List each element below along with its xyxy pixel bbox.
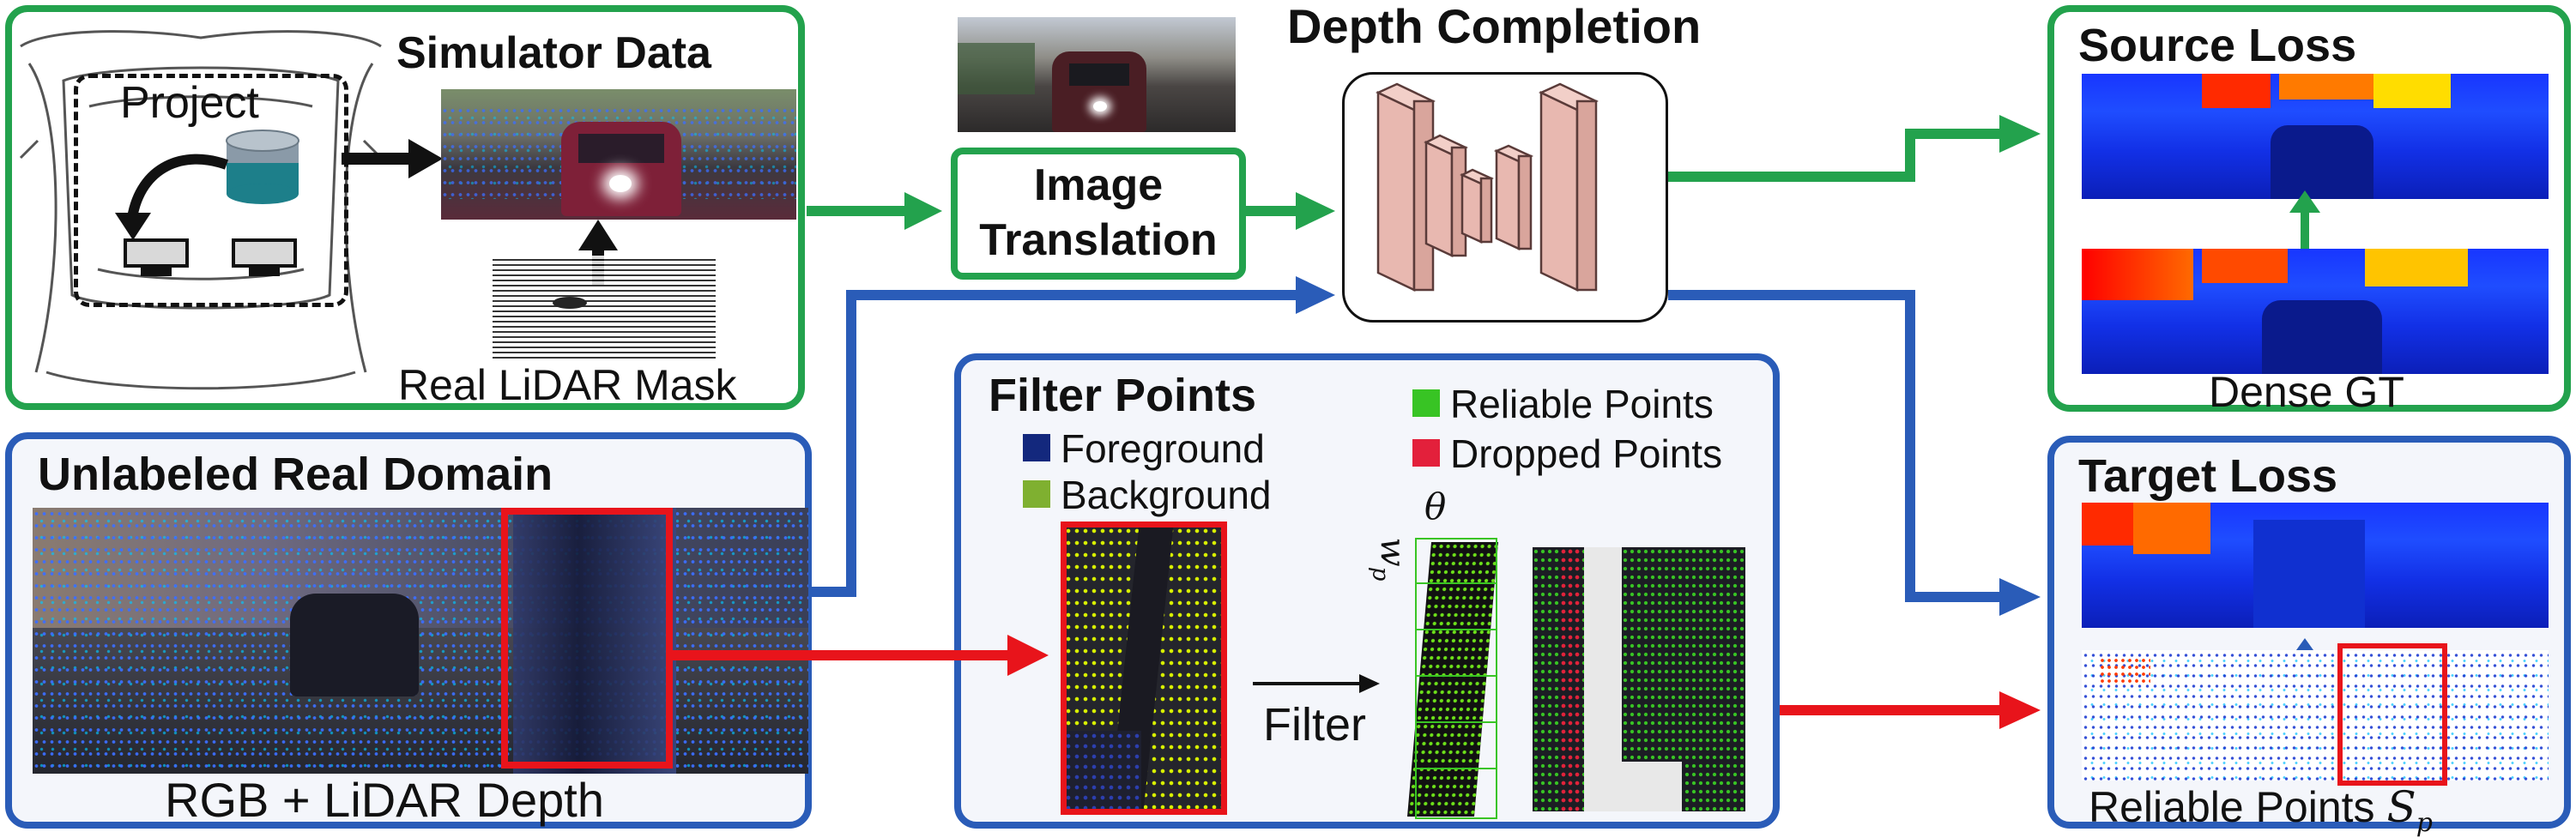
filtered-points-image (1533, 547, 1745, 811)
translation-line2: Translation (979, 215, 1218, 265)
arrow-network-to-target-loss (1668, 290, 2041, 616)
arrow-sim-to-translation (807, 192, 942, 230)
reliable-region-box (2337, 643, 2447, 786)
simulator-data-title: Simulator Data (396, 28, 711, 78)
lidar-mask-image (493, 256, 716, 359)
sim-to-image-arrow (342, 139, 443, 178)
cropped-region-frame (1061, 521, 1227, 815)
legend-label-background: Background (1061, 473, 1272, 517)
projection-dashed-box (74, 74, 348, 307)
reliable-points-text: Reliable Points (2089, 783, 2375, 831)
real-domain-title: Unlabeled Real Domain (38, 449, 553, 500)
dense-gt-depth-map (2082, 249, 2549, 374)
image-translation-box: Image Translation (951, 148, 1246, 280)
real-rgb-lidar-image (33, 508, 808, 774)
target-loss-panel: Target Loss Reliable Points Sp (2047, 436, 2571, 838)
arrow-network-to-source-loss (1668, 115, 2041, 182)
filter-points-panel: Filter Points Foreground Background Reli… (954, 353, 1780, 829)
depth-completion-title: Depth Completion (1287, 0, 1702, 53)
project-label: Project (120, 78, 259, 128)
theta-symbol: θ (1424, 485, 1447, 528)
legend-swatch-background (1023, 480, 1050, 508)
translated-rgb-thumbnail (958, 17, 1236, 132)
arrow-translation-to-network (1246, 192, 1335, 230)
real-lidar-mask-label: Real LiDAR Mask (398, 361, 737, 409)
binning-grid (1415, 538, 1497, 819)
filter-arrow-label: Filter (1263, 699, 1366, 751)
simulator-image (441, 89, 796, 220)
arrow-filter-to-target-loss (1780, 691, 2041, 729)
filter-points-title: Filter Points (989, 370, 1257, 421)
legend-label-reliable: Reliable Points (1450, 382, 1714, 426)
simulator-data-panel: Project Simulator Data Real LiDA (5, 5, 805, 410)
real-domain-caption: RGB + LiDAR Depth (165, 773, 604, 827)
legend-swatch-reliable (1412, 389, 1440, 417)
target-prediction-depth-map (2082, 503, 2549, 628)
legend-label-dropped: Dropped Points (1450, 431, 1723, 476)
camera-right-icon (232, 238, 297, 276)
legend-swatch-foreground (1023, 434, 1050, 461)
translation-line1: Image (1033, 160, 1164, 210)
source-prediction-depth-map (2082, 74, 2549, 199)
car-outline-sketch (19, 30, 383, 390)
projection-curved-arrow (115, 154, 229, 240)
legend-label-foreground: Foreground (1061, 426, 1265, 471)
encoder-decoder-network-icon (1376, 82, 1599, 292)
source-loss-panel: Source Loss Dense GT (2047, 5, 2571, 416)
real-domain-panel: Unlabeled Real Domain RGB + LiDAR Depth (5, 432, 812, 829)
highlight-region-box (501, 508, 673, 769)
legend-swatch-dropped (1412, 439, 1440, 467)
arrow-highlight-to-crop (666, 635, 1049, 676)
filter-arrow (1253, 674, 1380, 693)
target-loss-title: Target Loss (2078, 450, 2338, 502)
lidar-sensor-icon (226, 130, 299, 204)
s-p-symbol: Sp (2386, 782, 2433, 838)
camera-left-icon (124, 238, 189, 276)
arrow-real-to-network (812, 276, 1335, 597)
reliable-points-caption: Reliable Points Sp (2089, 782, 2433, 838)
reliable-points-sparse-map (2082, 650, 2549, 781)
dense-gt-label: Dense GT (2209, 368, 2404, 416)
cropped-region-image (1064, 525, 1224, 811)
source-loss-title: Source Loss (2078, 20, 2357, 71)
